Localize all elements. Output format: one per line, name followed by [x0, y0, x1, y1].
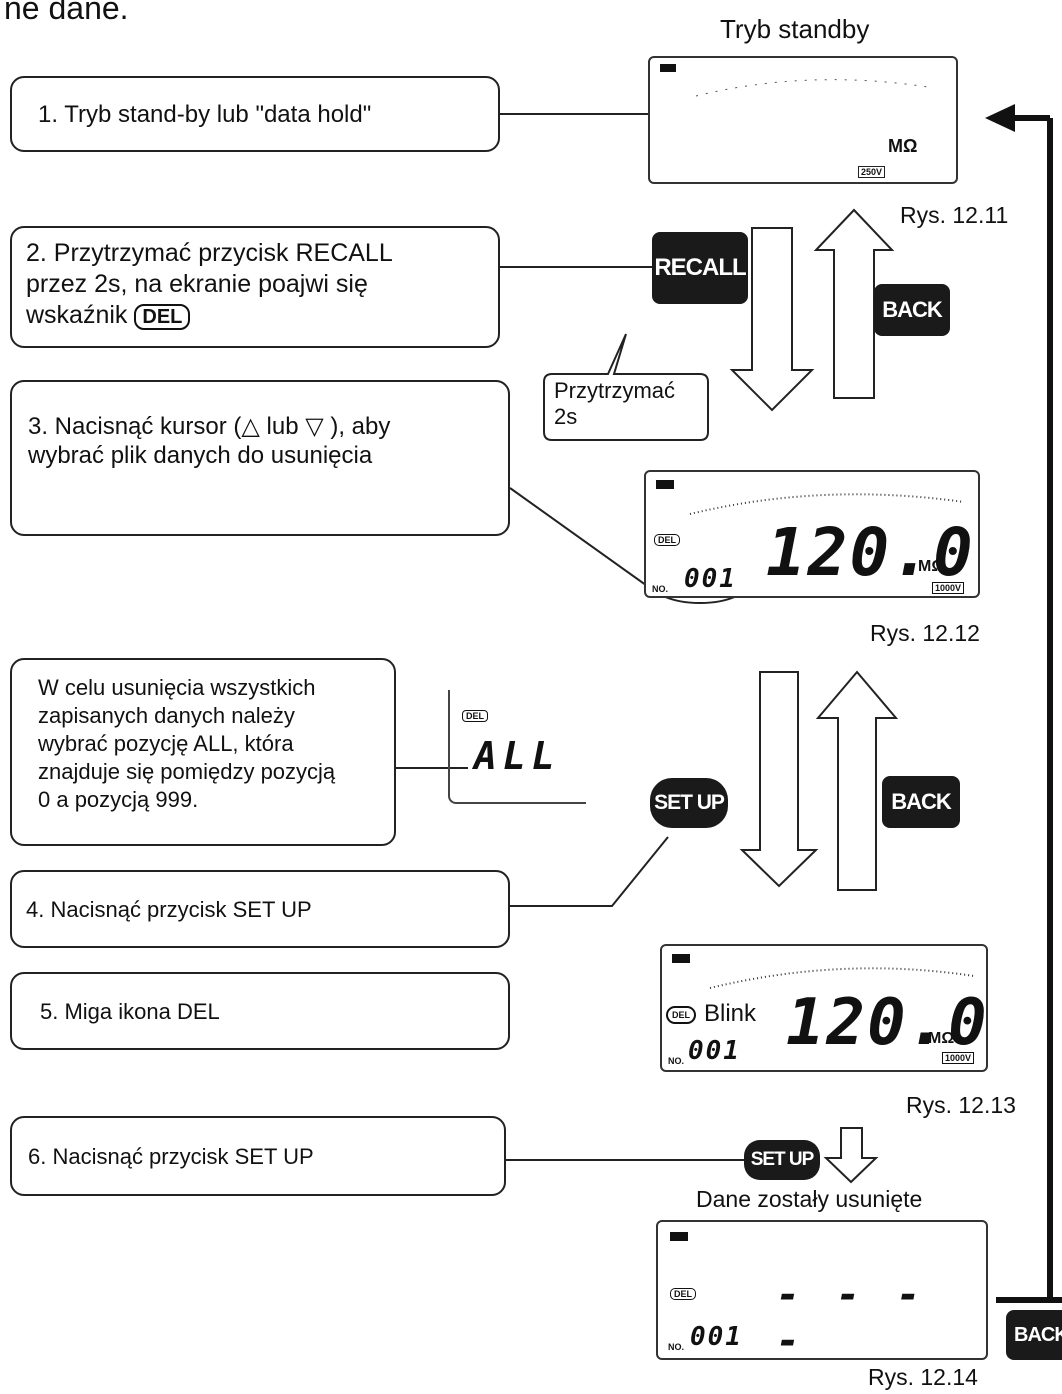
caption-rys-12-13: Rys. 12.13 [906, 1092, 1016, 1118]
standby-title: Tryb standby [720, 14, 870, 44]
hold-bubble: Przytrzymać 2s [554, 378, 675, 430]
note-line-2: zapisanych danych należy [38, 703, 295, 728]
step-2-line-3: wskaźnik [26, 301, 128, 329]
del-icon: DEL [670, 1288, 696, 1300]
del-indicator-badge: DEL [134, 304, 191, 330]
unit-label: MΩ [928, 1030, 955, 1047]
caption-rys-12-11: Rys. 12.11 [900, 202, 1009, 228]
step-3-box: 3. Nacisnąć kursor (△ lub ▽ ), aby wybra… [10, 380, 510, 536]
back-button-3[interactable]: BACK [1006, 1310, 1062, 1360]
step-3-line-1: 3. Nacisnąć kursor (△ lub ▽ ), aby [28, 413, 391, 440]
no-label: NO. [668, 1056, 685, 1066]
no-label: NO. [652, 584, 669, 594]
unit-label: MΩ [918, 558, 945, 575]
del-icon: DEL [462, 710, 488, 722]
step-6-text: 6. Nacisnąć przycisk SET UP [28, 1143, 314, 1169]
step-5-text: 5. Miga ikona DEL [40, 998, 220, 1024]
del-icon: DEL [666, 1006, 696, 1024]
step-2-box: 2. Przytrzymać przycisk RECALL przez 2s,… [10, 226, 500, 348]
battery-icon [670, 1232, 688, 1241]
back-button-1[interactable]: BACK [874, 284, 950, 336]
step-5-box: 5. Miga ikona DEL [10, 972, 510, 1050]
caption-rys-12-12: Rys. 12.12 [870, 620, 980, 646]
battery-icon [656, 480, 674, 489]
unit-label: MΩ [888, 136, 918, 156]
lcd-select-record: DEL 120.0 MΩ 1000V NO. 001 [644, 470, 980, 598]
blink-label: Blink [704, 1000, 757, 1027]
no-label: NO. [668, 1342, 685, 1352]
caption-deleted: Dane zostały usunięte [696, 1186, 923, 1212]
note-all-box: W celu usunięcia wszystkich zapisanych d… [10, 658, 396, 846]
record-number: 001 [690, 1322, 743, 1352]
record-number: 001 [684, 564, 737, 594]
step-1-box: 1. Tryb stand-by lub "data hold" [10, 76, 500, 152]
analog-scale [709, 967, 975, 989]
bubble-line-1: Przytrzymać [554, 378, 675, 403]
header-fragment: ne dane. [4, 0, 129, 26]
all-text: ALL [474, 734, 561, 778]
battery-icon [660, 64, 676, 72]
range-label: 1000V [942, 1052, 975, 1064]
lcd-del-blink: DEL Blink 120.0 MΩ 1000V NO. 001 [660, 944, 988, 1072]
dash-reading: - - - - [776, 1272, 927, 1364]
lcd-all-fragment: DEL ALL [448, 690, 586, 804]
lcd-data-deleted: DEL - - - - NO. 001 [656, 1220, 988, 1364]
note-line-4: znajduje się pomiędzy pozycją [38, 759, 336, 784]
step-6-box: 6. Nacisnąć przycisk SET UP [10, 1116, 506, 1196]
analog-scale [689, 493, 965, 515]
range-label: 1000V [932, 582, 965, 594]
step-4-box: 4. Nacisnąć przycisk SET UP [10, 870, 510, 948]
range-label: 250V [858, 166, 886, 178]
setup-button-1[interactable]: SET UP [650, 778, 728, 828]
step-2-line-1: 2. Przytrzymać przycisk RECALL [26, 239, 393, 267]
note-line-3: wybrać pozycję ALL, która [38, 731, 294, 756]
recall-button[interactable]: RECALL [652, 232, 748, 304]
bubble-line-2: 2s [554, 404, 578, 429]
main-reading: 120.0 [766, 514, 975, 591]
note-line-5: 0 a pozycją 999. [38, 787, 199, 812]
lcd-standby: MΩ 250V [648, 56, 958, 184]
note-line-1: W celu usunięcia wszystkich [38, 675, 316, 700]
main-reading: 120.0 [786, 986, 989, 1060]
setup-button-2[interactable]: SET UP [744, 1140, 820, 1180]
caption-rys-12-14: Rys. 12.14 [868, 1364, 978, 1390]
analog-scale [695, 79, 935, 97]
record-number: 001 [688, 1036, 741, 1066]
step-4-text: 4. Nacisnąć przycisk SET UP [26, 896, 312, 922]
step-3-line-2: wybrać plik danych do usunięcia [28, 442, 373, 469]
back-button-2[interactable]: BACK [882, 776, 960, 828]
step-1-text: 1. Tryb stand-by lub "data hold" [38, 100, 372, 128]
step-2-line-2: przez 2s, na ekranie poajwi się [26, 270, 368, 298]
del-icon: DEL [654, 534, 680, 546]
battery-icon [672, 954, 690, 963]
